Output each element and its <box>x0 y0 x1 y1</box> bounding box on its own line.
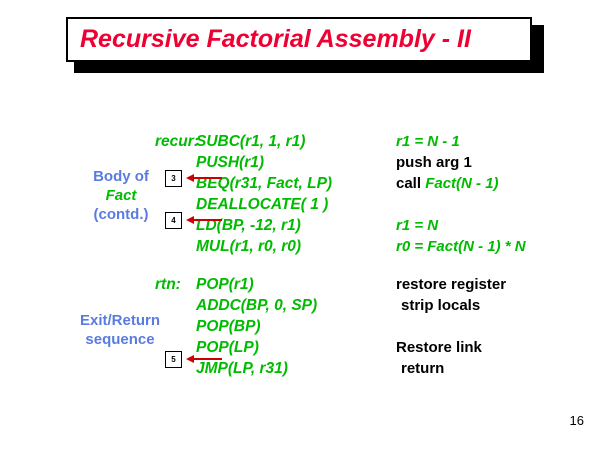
note-prefix: call <box>396 175 426 192</box>
callout-box-3[interactable]: 3 <box>165 170 182 187</box>
note-line: return <box>401 360 445 377</box>
note-line: restore register <box>396 276 507 293</box>
arrow-shaft <box>191 219 222 221</box>
body-label-line2: Fact <box>105 187 137 204</box>
body-label-line3: (contd.) <box>93 206 149 223</box>
code-line: JMP(LP, r31) <box>196 360 288 377</box>
code-line: POP(LP) <box>196 339 259 356</box>
asm-label-recur: recur: <box>155 133 199 150</box>
note-line-blank <box>396 194 526 215</box>
callout-arrow-4 <box>186 216 222 225</box>
note-line: call Fact(N - 1) <box>396 173 526 194</box>
body-label-line1: Body of <box>93 168 149 185</box>
note-line: Restore link <box>396 339 482 356</box>
code-line: PUSH(r1) <box>196 154 265 171</box>
code-line: POP(r1) <box>196 276 254 293</box>
code-line: SUBC(r1, 1, r1) <box>196 133 306 150</box>
note-emphasis: Fact(N - 1) <box>425 175 499 192</box>
arrow-shaft <box>191 177 222 179</box>
note-line: r1 = N - 1 <box>396 133 460 150</box>
code-line: POP(BP) <box>196 318 261 335</box>
note-line: push arg 1 <box>396 154 472 171</box>
code-line: MUL(r1, r0, r0) <box>196 238 302 255</box>
code-line: LD(BP, -12, r1) <box>196 217 301 234</box>
page-number: 16 <box>569 413 584 428</box>
exit-label-line1: Exit/Return <box>79 312 160 329</box>
code-block-recur: SUBC(r1, 1, r1) PUSH(r1) BEQ(r31, Fact, … <box>196 131 332 257</box>
code-line: BEQ(r31, Fact, LP) <box>196 175 333 192</box>
notes-block-recur: r1 = N - 1 push arg 1 call Fact(N - 1) r… <box>396 131 526 257</box>
asm-label-rtn: rtn: <box>155 276 181 293</box>
callout-arrow-3 <box>186 174 222 183</box>
arrow-head-icon <box>186 355 194 363</box>
arrow-shaft <box>191 358 222 360</box>
page-title: Recursive Factorial Assembly - II <box>80 25 471 53</box>
code-line: ADDC(BP, 0, SP) <box>196 297 318 314</box>
section-label-body-of-fact: Body of Fact (contd.) <box>66 167 176 224</box>
note-line: strip locals <box>401 297 481 314</box>
note-line: r0 = Fact(N - 1) * N <box>396 238 526 255</box>
notes-block-rtn: restore register strip locals Restore li… <box>396 274 506 379</box>
callout-arrow-5 <box>186 355 222 364</box>
callout-box-5[interactable]: 5 <box>165 351 182 368</box>
arrow-head-icon <box>186 216 194 224</box>
exit-label-line2: sequence <box>85 331 155 348</box>
code-block-rtn: POP(r1) ADDC(BP, 0, SP) POP(BP) POP(LP) … <box>196 274 317 379</box>
note-line: r1 = N <box>396 217 439 234</box>
note-line-blank <box>396 316 506 337</box>
title-box: Recursive Factorial Assembly - II <box>66 17 532 62</box>
section-label-exit-return: Exit/Return sequence <box>60 311 180 349</box>
arrow-head-icon <box>186 174 194 182</box>
code-line: DEALLOCATE( 1 ) <box>196 196 329 213</box>
callout-box-4[interactable]: 4 <box>165 212 182 229</box>
